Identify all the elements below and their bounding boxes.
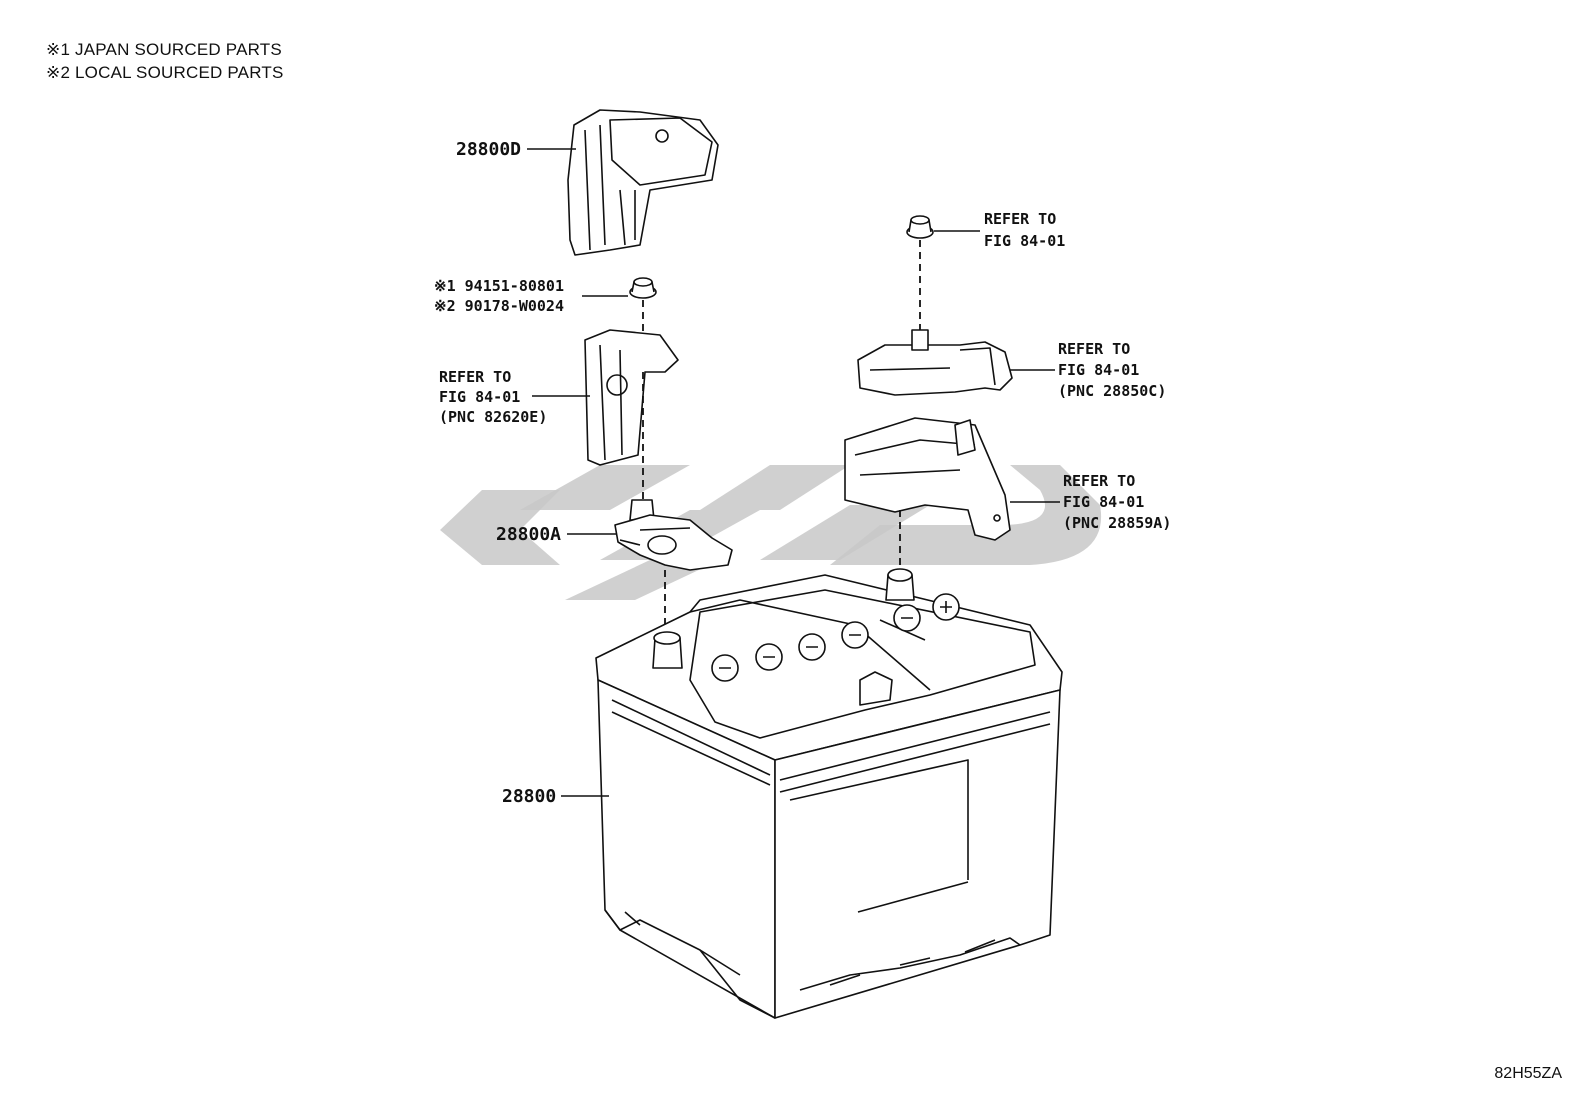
- callout-28800D: 28800D: [456, 139, 576, 160]
- svg-text:(PNC 82620E): (PNC 82620E): [439, 408, 547, 426]
- svg-text:FIG 84-01: FIG 84-01: [1063, 493, 1144, 511]
- vent-cap-icons: [711, 593, 960, 682]
- svg-text:FIG 84-01: FIG 84-01: [439, 388, 520, 406]
- battery-28800: [595, 568, 1063, 1019]
- bolt-left-icon: [629, 277, 657, 299]
- svg-text:FIG 84-01: FIG 84-01: [984, 232, 1065, 250]
- diagram-code: 82H55ZA: [1494, 1065, 1562, 1082]
- svg-text:(PNC 28850C): (PNC 28850C): [1058, 382, 1166, 400]
- callout-28800A: 28800A: [496, 524, 617, 545]
- svg-text:28800A: 28800A: [496, 524, 561, 545]
- terminal-cover-28800D: [567, 109, 719, 256]
- callout-refer-top: REFER TO FIG 84-01: [934, 210, 1065, 250]
- svg-text:REFER TO: REFER TO: [439, 368, 511, 386]
- callout-28800: 28800: [502, 786, 609, 807]
- bracket-82620E: [584, 329, 679, 500]
- svg-text:28800D: 28800D: [456, 139, 521, 160]
- note-local-sourced: ※2 LOCAL SOURCED PARTS: [46, 63, 284, 82]
- terminal-tray-28859A: [844, 417, 1011, 541]
- callout-refer-28850C: REFER TO FIG 84-01 (PNC 28850C): [1010, 340, 1166, 400]
- callout-bolt: ※1 94151-80801 ※2 90178-W0024: [434, 277, 628, 315]
- svg-text:28800: 28800: [502, 786, 556, 807]
- svg-text:※2 90178-W0024: ※2 90178-W0024: [434, 297, 564, 315]
- svg-text:FIG 84-01: FIG 84-01: [1058, 361, 1139, 379]
- svg-text:REFER TO: REFER TO: [1058, 340, 1130, 358]
- sensor-28850C: [857, 329, 1013, 396]
- bolt-right-icon: [906, 215, 934, 239]
- svg-text:REFER TO: REFER TO: [1063, 472, 1135, 490]
- svg-text:(PNC 28859A): (PNC 28859A): [1063, 514, 1171, 532]
- callout-refer-82620E: REFER TO FIG 84-01 (PNC 82620E): [439, 368, 590, 426]
- callout-refer-28859A: REFER TO FIG 84-01 (PNC 28859A): [1010, 472, 1171, 532]
- svg-text:REFER TO: REFER TO: [984, 210, 1056, 228]
- note-japan-sourced: ※1 JAPAN SOURCED PARTS: [46, 40, 282, 59]
- terminal-clamp-28800A: [614, 499, 733, 571]
- svg-text:※1 94151-80801: ※1 94151-80801: [434, 277, 564, 295]
